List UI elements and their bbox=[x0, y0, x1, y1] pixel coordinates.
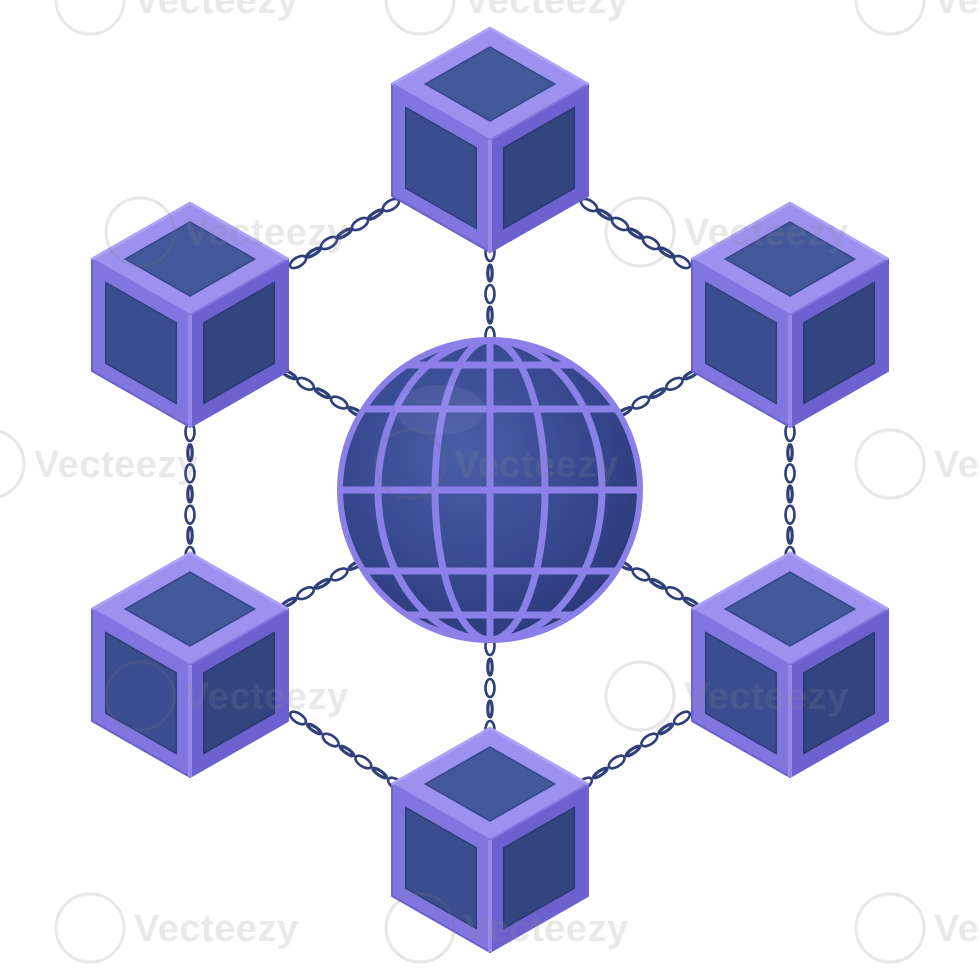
chain-icon bbox=[484, 635, 496, 741]
vecteezy-logo: Vecteezy bbox=[54, 892, 299, 964]
cube-icon bbox=[391, 26, 589, 253]
watermark-label: Vecteezy bbox=[934, 0, 980, 22]
watermark-label: Vecteezy bbox=[934, 444, 980, 486]
watermark-label: Vecteezy bbox=[184, 212, 349, 254]
watermark-label: Vecteezy bbox=[454, 444, 619, 486]
watermark-label: Vecteezy bbox=[934, 908, 980, 950]
vecteezy-logo: Vecteezy bbox=[384, 0, 629, 36]
watermark-label: Vecteezy bbox=[684, 676, 849, 718]
watermark-label: Vecteezy bbox=[134, 0, 299, 22]
watermark-label: Vecteezy bbox=[134, 908, 299, 950]
vecteezy-logo: Vecteezy bbox=[374, 428, 619, 500]
vecteezy-logo: Vecteezy bbox=[854, 428, 980, 500]
watermark-label: Vecteezy bbox=[684, 212, 849, 254]
cube-icon bbox=[691, 551, 889, 778]
chain-icon bbox=[288, 710, 406, 792]
cube-icon bbox=[691, 201, 889, 428]
cube-icon bbox=[91, 551, 289, 778]
globe-icon bbox=[337, 337, 643, 643]
vecteezy-logo: Vecteezy bbox=[104, 660, 349, 732]
vecteezy-logo: Vecteezy bbox=[854, 0, 980, 36]
chain-icon bbox=[484, 241, 496, 347]
watermark-label: Vecteezy bbox=[184, 676, 349, 718]
chain-icon bbox=[784, 421, 796, 567]
vecteezy-logo: Vecteezy bbox=[54, 0, 299, 36]
vecteezy-logo: Vecteezy bbox=[0, 429, 199, 499]
cube-icon bbox=[391, 726, 589, 953]
cube-blocks bbox=[91, 26, 889, 953]
vecteezy-logo: Vecteezy bbox=[604, 196, 849, 268]
watermark-label: Vecteezy bbox=[464, 0, 629, 22]
vecteezy-logo: Vecteezy bbox=[854, 892, 980, 964]
cube-icon bbox=[91, 201, 289, 428]
vecteezy-logo: Vecteezy bbox=[104, 196, 349, 268]
watermark-label: Vecteezy bbox=[34, 444, 199, 486]
vecteezy-logo: Vecteezy bbox=[384, 892, 629, 964]
watermark-label: Vecteezy bbox=[464, 908, 629, 950]
vecteezy-logo: Vecteezy bbox=[604, 660, 849, 732]
chain-icon bbox=[574, 710, 692, 792]
